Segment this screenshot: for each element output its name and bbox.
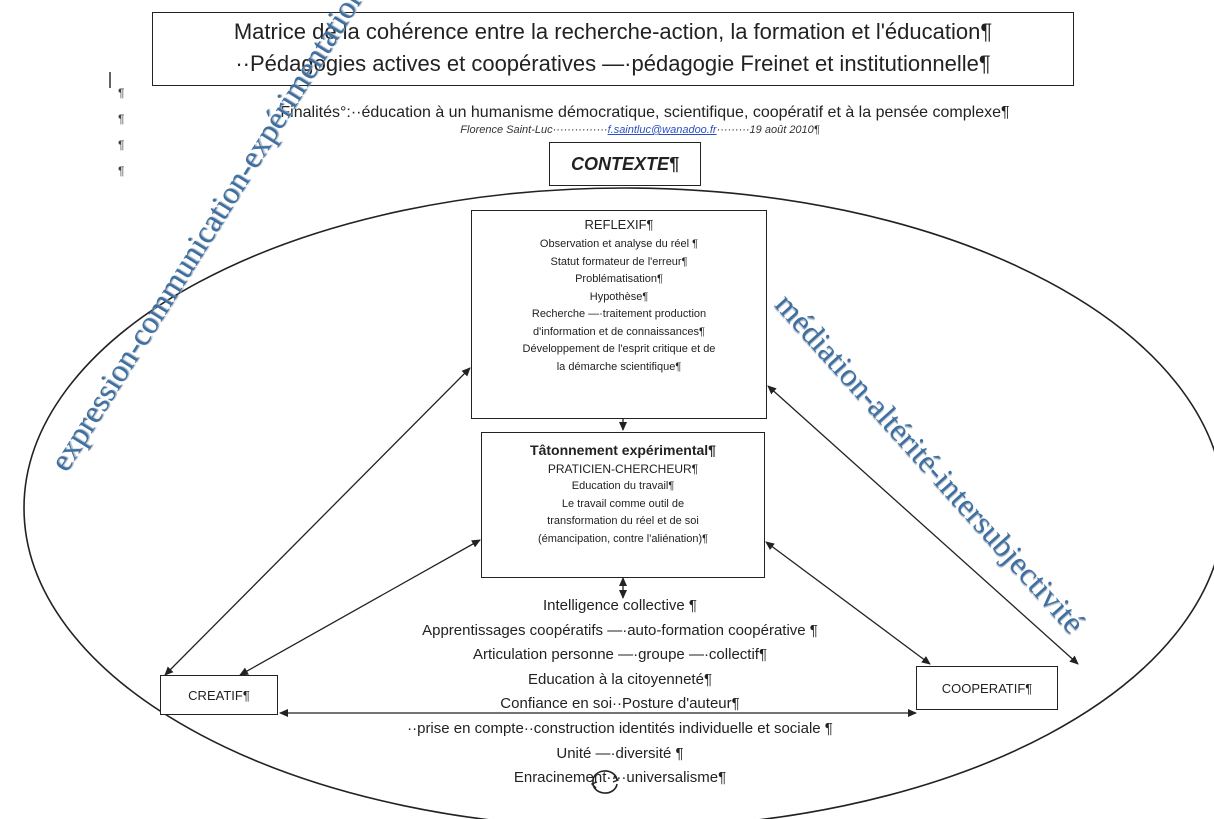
author-email-link[interactable]: f.saintluc@wanadoo.fr [607, 124, 717, 136]
tatonnement-title: Tâtonnement expérimental¶ [530, 442, 716, 458]
margin-mark: ¶ [118, 164, 125, 178]
arrow-tatonnement-cooperatif [765, 541, 931, 665]
reflexif-box: REFLEXIF¶ Observation et analyse du réel… [471, 210, 767, 419]
margin-mark: ¶ [118, 112, 125, 126]
author-date: ·········19 août 2010¶ [716, 124, 820, 136]
creatif-label: CREATIF¶ [188, 687, 250, 703]
title-line-2: ··Pédagogies actives et coopératives —·p… [235, 51, 991, 76]
tatonnement-box: Tâtonnement expérimental¶ PRATICIEN-CHER… [481, 432, 765, 578]
bottom-line: Apprentissages coopératifs —·auto-format… [422, 621, 818, 639]
reflexif-line: Problématisation¶ [575, 273, 663, 285]
reflexif-line: Recherche —·traitement production [531, 308, 707, 320]
reflexif-line: Développement de l'esprit critique et de [522, 343, 716, 355]
bottom-line: Enracinement····universalisme¶ [513, 769, 727, 787]
arrow-creatif-reflexif [164, 367, 471, 676]
title-box: Matrice de la cohérence entre la recherc… [152, 12, 1074, 86]
tatonnement-line: Le travail comme outil de [561, 497, 685, 510]
margin-marks: ¶ ¶ ¶ ¶ [118, 80, 138, 184]
margin-mark: ¶ [118, 138, 125, 152]
context-ellipse [23, 187, 1214, 819]
reflexif-title: REFLEXIF¶ [584, 217, 654, 232]
bottom-line: Confiance en soi··Posture d'auteur¶ [500, 695, 740, 713]
tatonnement-line: transformation du réel et de soi [547, 515, 699, 527]
tatonnement-line: Education du travail¶ [571, 480, 675, 492]
cycle-icon [590, 770, 620, 794]
margin-mark: ¶ [118, 86, 125, 100]
reflexif-line: Observation et analyse du réel ¶ [539, 238, 699, 250]
contexte-label: CONTEXTE¶ [570, 153, 680, 174]
bottom-line: Education à la citoyenneté¶ [527, 670, 712, 688]
arrow-reflexif-cooperatif [767, 385, 1079, 665]
creatif-box: CREATIF¶ [160, 675, 278, 715]
reflexif-line: la démarche scientifique¶ [556, 360, 682, 373]
arrow-creatif-tatonnement [239, 539, 481, 676]
bottom-line: ··prise en compte··construction identité… [407, 719, 833, 737]
author-name: Florence Saint-Luc··············· [460, 124, 608, 136]
bottom-line: Intelligence collective ¶ [543, 597, 697, 614]
cooperatif-label: COOPERATIF¶ [941, 680, 1033, 696]
reflexif-line: d'information et de connaissances¶ [533, 325, 705, 338]
bottom-line: Articulation personne —·groupe —·collect… [472, 646, 768, 664]
contexte-box: CONTEXTE¶ [549, 142, 701, 186]
author-line: Florence Saint-Luc···············f.saint… [380, 124, 900, 136]
tatonnement-subtitle: PRATICIEN-CHERCHEUR¶ [547, 462, 699, 476]
finalites-text: Finalités°:··éducation à un humanisme dé… [280, 104, 1010, 121]
reflexif-line: Statut formateur de l'erreur¶ [550, 255, 688, 268]
tatonnement-line: (émancipation, contre l'aliénation)¶ [537, 532, 709, 545]
title-line-1: Matrice de la cohérence entre la recherc… [233, 19, 993, 44]
bottom-line: Unité —·diversité ¶ [556, 744, 684, 762]
bottom-list: Intelligence collective ¶ Apprentissages… [300, 594, 940, 791]
cooperatif-box: COOPERATIF¶ [916, 666, 1058, 710]
reflexif-line: Hypothèse¶ [589, 290, 649, 303]
